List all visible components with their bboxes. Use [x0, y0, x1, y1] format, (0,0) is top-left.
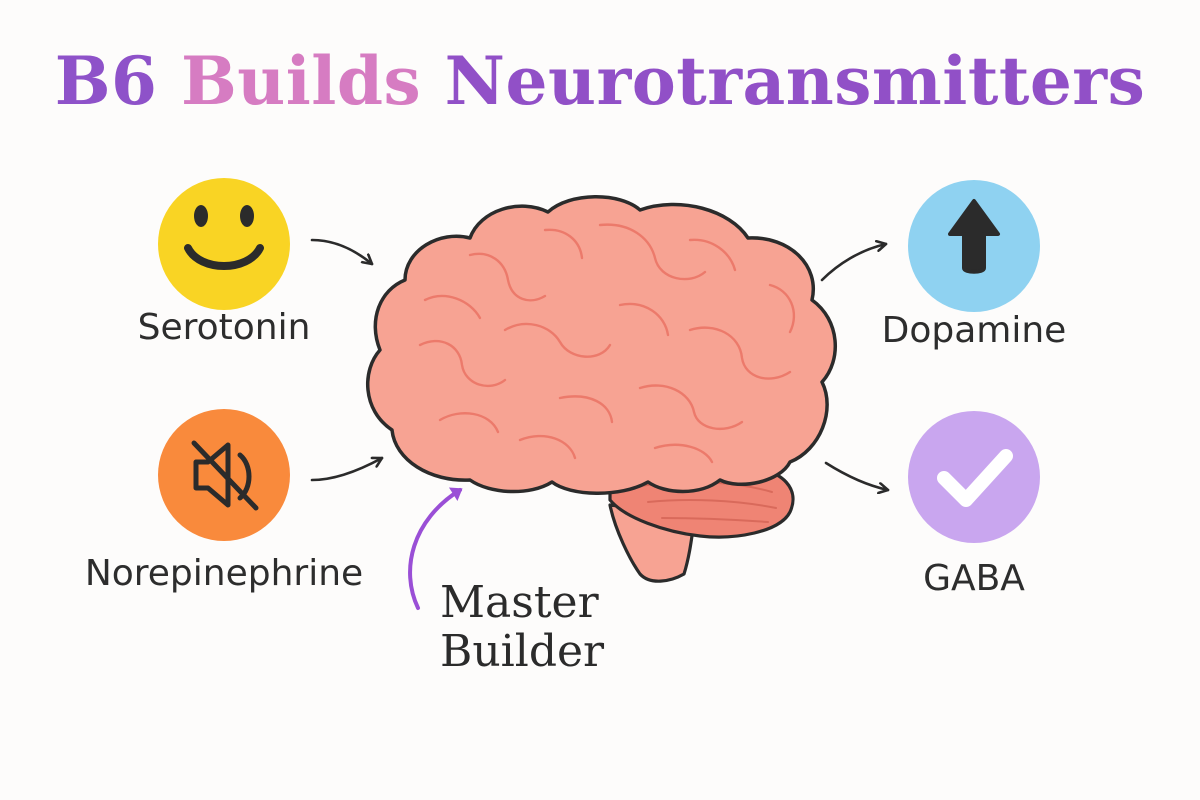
gaba-label: GABA	[923, 558, 1025, 599]
brain-gyri-lines	[418, 223, 796, 464]
title-word-b6: B6	[54, 42, 158, 120]
title-word-builds: Builds	[180, 42, 422, 120]
dopamine-label: Dopamine	[881, 310, 1067, 351]
checkmark-icon	[937, 449, 1013, 507]
norepinephrine-label: Norepinephrine	[84, 553, 364, 594]
arrow-master-builder-to-brain	[408, 487, 463, 610]
page-title: B6 Builds Neurotransmitters	[0, 48, 1200, 114]
serotonin-circle	[158, 178, 290, 310]
caption-line-1: Master	[440, 577, 599, 628]
gaba-circle	[908, 411, 1040, 543]
master-builder-caption: Master Builder	[440, 578, 604, 677]
serotonin-label: Serotonin	[137, 307, 311, 348]
up-arrow-icon	[948, 199, 1000, 274]
arrow-brain-to-gaba	[824, 461, 890, 490]
brain-icon	[365, 195, 838, 583]
caption-line-2: Builder	[440, 626, 605, 678]
arrow-norepinephrine-to-brain	[310, 458, 384, 482]
arrow-serotonin-to-brain	[310, 238, 374, 266]
title-word-neurotransmitters: Neurotransmitters	[444, 42, 1146, 120]
smiley-face-icon	[184, 205, 264, 270]
cerebrum-shape	[365, 195, 838, 495]
arrow-brain-to-dopamine	[820, 244, 888, 282]
muted-speaker-icon	[191, 440, 259, 511]
